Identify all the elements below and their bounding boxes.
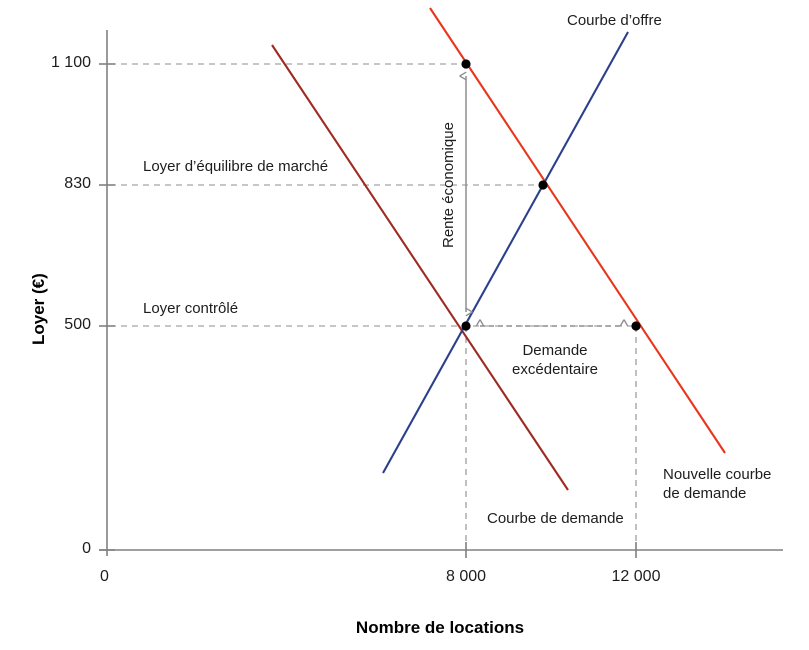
y-tick-label-830: 830: [64, 175, 91, 192]
demand-curve-label: Courbe de demande: [487, 510, 624, 527]
x-tick-label-12000: 12 000: [611, 568, 661, 585]
marker-point-equilibre-marche: [538, 180, 548, 190]
supply-curve-label: Courbe d’offre: [567, 12, 662, 29]
y-axis-title: Loyer (€): [29, 273, 48, 345]
axis-lines: [99, 30, 783, 558]
y-tick-label-500: 500: [64, 316, 91, 333]
annotation-arrows: [459, 71, 629, 327]
x-tick-label-8000: 8 000: [445, 568, 487, 585]
supply-curve-line: [382, 31, 629, 474]
marker-point-offre-loyer-controle: [461, 321, 471, 331]
new-demand-curve-line: [429, 7, 726, 454]
marker-point-nouvelle-demande-loyer-controle: [631, 321, 641, 331]
curves: [271, 7, 726, 491]
x-axis-title: Nombre de locations: [355, 618, 525, 637]
controlled-rent-label: Loyer contrôlé: [143, 300, 239, 317]
y-tick-label-1100: 1 100: [50, 54, 91, 71]
market-equilibrium-rent-label: Loyer d’équilibre de marché: [143, 158, 329, 175]
new-demand-curve-label: Nouvelle courbe de demande: [663, 466, 772, 502]
data-point-markers: [461, 59, 641, 331]
guide-lines: [99, 63, 637, 558]
economic-rent-label: Rente économique: [440, 122, 457, 248]
y-tick-label-0: 0: [82, 540, 91, 557]
marker-point-demande-loyer-controle: [461, 59, 471, 69]
excess-demand-label: Demande excédentaire: [512, 342, 598, 378]
demand-curve-line: [271, 44, 569, 491]
x-tick-label-0: 0: [100, 568, 109, 585]
